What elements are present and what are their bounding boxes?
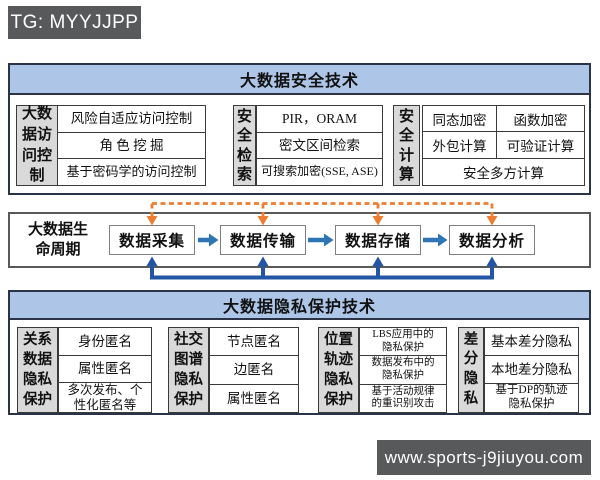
access-control-label-text: 大数据访问控制 <box>21 105 52 185</box>
location-privacy-label: 位置轨迹隐私保护 <box>318 327 359 413</box>
secure-search-row: PIR，ORAM <box>257 106 382 133</box>
tg-watermark-badge: TG: MYYJJPP <box>8 6 141 39</box>
secure-compute-cell: 外包计算 <box>423 132 497 159</box>
secure-search-label: 安全检索 <box>233 105 256 186</box>
relational-privacy-label: 关系数据隐私保护 <box>17 327 58 413</box>
relational-privacy-row: 多次发布、个性化匿名等 <box>67 383 143 412</box>
location-privacy-label-text: 位置轨迹隐私保护 <box>324 332 353 408</box>
differential-privacy-label: 差分隐私 <box>458 327 484 413</box>
differential-privacy-rows: 基本差分隐私 本地差分隐私 基于DP的轨迹隐私保护 <box>484 327 579 413</box>
site-watermark-badge: www.sports-j9jiuyou.com <box>377 440 591 475</box>
stage-data-storage: 数据存储 <box>335 225 421 255</box>
differential-privacy-label-text: 差分隐私 <box>463 331 479 407</box>
location-privacy-row: LBS应用中的隐私保护 <box>360 328 446 357</box>
differential-privacy-row: 基本差分隐私 <box>485 328 578 357</box>
stage-data-analysis: 数据分析 <box>449 225 535 255</box>
security-section-header: 大数据安全技术 <box>10 65 589 95</box>
social-graph-privacy-label-text: 社交图谱隐私保护 <box>174 332 203 408</box>
secure-compute-cell: 可验证计算 <box>497 132 584 159</box>
relational-privacy-row: 身份匿名 <box>59 328 151 356</box>
secure-search-label-text: 安全检索 <box>236 107 252 184</box>
secure-search-row: 密文区间检索 <box>257 133 382 160</box>
access-control-rows: 风险自适应访问控制 角 色 挖 掘 基于密码学的访问控制 <box>57 105 206 186</box>
differential-privacy-row: 本地差分隐私 <box>485 356 578 385</box>
social-graph-privacy-rows: 节点匿名 边匿名 属性匿名 <box>209 327 299 413</box>
social-graph-privacy-row: 属性匿名 <box>227 390 281 406</box>
secure-compute-grid: 同态加密 函数加密 外包计算 可验证计算 安全多方计算 <box>422 105 585 186</box>
relational-privacy-rows: 身份匿名 属性匿名 多次发布、个性化匿名等 <box>58 327 152 413</box>
location-privacy-rows: LBS应用中的隐私保护 数据发布中的隐私保护 基于活动规律的重识别攻击 <box>359 327 447 413</box>
social-graph-privacy-label: 社交图谱隐私保护 <box>168 327 209 413</box>
security-section-title: 大数据安全技术 <box>239 73 359 90</box>
lifecycle-label: 大数据生命周期 <box>14 212 102 268</box>
social-graph-privacy-row: 边匿名 <box>210 356 298 385</box>
location-privacy-row: 数据发布中的隐私保护 <box>360 356 446 385</box>
stage-data-transmission: 数据传输 <box>220 225 306 255</box>
lifecycle-label-text: 大数据生命周期 <box>27 220 88 258</box>
site-watermark-text: www.sports-j9jiuyou.com <box>384 447 584 467</box>
access-control-row: 角 色 挖 掘 <box>58 133 205 160</box>
secure-compute-label-text: 安全计算 <box>398 107 414 184</box>
secure-compute-cell: 同态加密 <box>423 106 497 133</box>
secure-compute-label: 安全计算 <box>393 105 420 186</box>
relational-privacy-label-text: 关系数据隐私保护 <box>23 332 52 408</box>
secure-search-row: 可搜索加密(SSE, ASE) <box>261 164 378 179</box>
stage-data-collection: 数据采集 <box>109 225 195 255</box>
differential-privacy-row: 基于DP的轨迹隐私保护 <box>495 384 568 411</box>
relational-privacy-row: 属性匿名 <box>59 356 151 384</box>
social-graph-privacy-row: 节点匿名 <box>210 328 298 357</box>
location-privacy-row: 基于活动规律的重识别攻击 <box>371 385 435 410</box>
privacy-section-title: 大数据隐私保护技术 <box>222 299 376 316</box>
privacy-section-header: 大数据隐私保护技术 <box>10 292 589 320</box>
access-control-row: 风险自适应访问控制 <box>58 106 205 133</box>
tg-watermark-text: TG: MYYJJPP <box>10 11 139 33</box>
access-control-row: 基于密码学的访问控制 <box>66 163 197 179</box>
secure-compute-cell: 函数加密 <box>497 106 584 133</box>
access-control-label: 大数据访问控制 <box>16 105 58 186</box>
secure-search-rows: PIR，ORAM 密文区间检索 可搜索加密(SSE, ASE) <box>256 105 383 186</box>
secure-compute-cell: 安全多方计算 <box>463 165 544 181</box>
